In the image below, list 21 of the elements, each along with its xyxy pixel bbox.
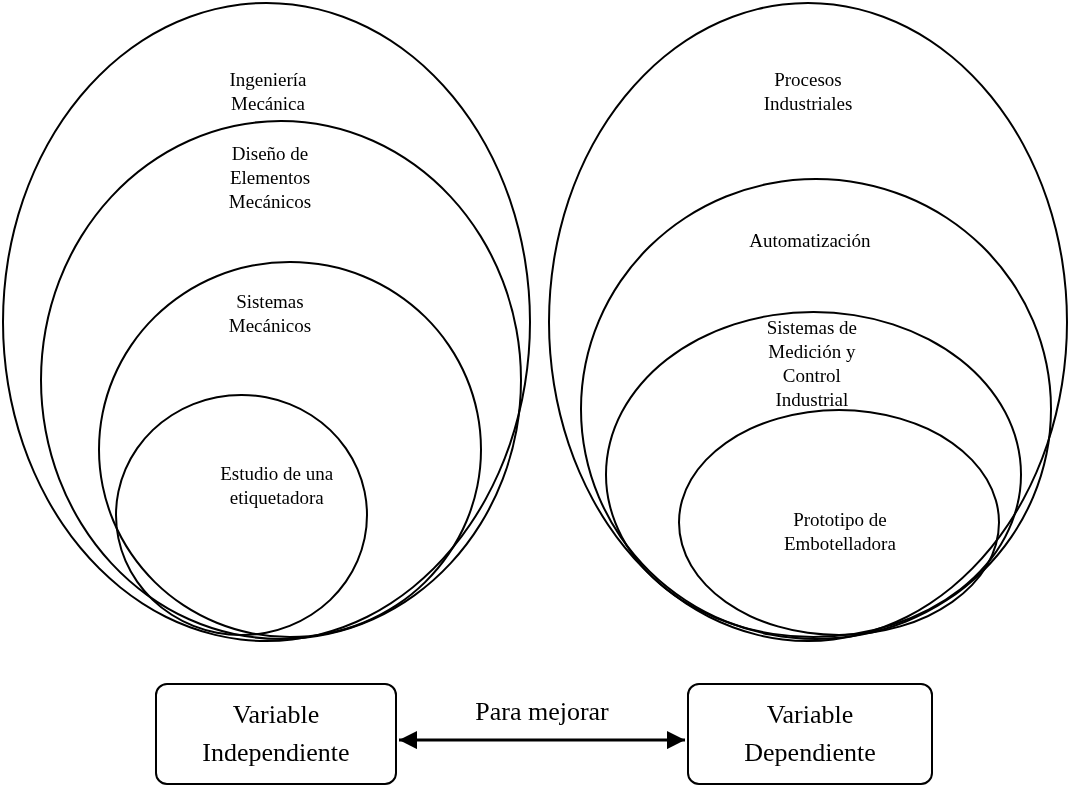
- set-ellipse: [579, 178, 1053, 640]
- set-label: Procesos Industriales: [762, 68, 854, 116]
- set-label: Automatización: [749, 229, 871, 254]
- set-ellipse: [604, 311, 1022, 638]
- set-label: Sistemas de Medición y Control Industrial: [765, 316, 858, 413]
- set-ellipse: [114, 393, 368, 636]
- set-ellipse: [548, 2, 1068, 642]
- set-ellipse: [2, 2, 531, 642]
- set-label: Prototipo de Embotelladora: [782, 508, 897, 557]
- variable-box: [155, 683, 397, 785]
- set-ellipse: [97, 260, 482, 638]
- set-ellipse: [677, 409, 1001, 636]
- set-label: Ingeniería Mecánica: [228, 68, 308, 116]
- set-label: Diseño de Elementos Mecánicos: [227, 141, 313, 214]
- set-label: Estudio de una etiquetadora: [219, 461, 335, 510]
- double-arrow: [399, 731, 685, 750]
- variable-label: Variable Dependiente: [743, 699, 877, 769]
- variable-label: Variable Independiente: [201, 699, 351, 769]
- set-label: Sistemas Mecánicos: [227, 289, 313, 338]
- set-ellipse: [40, 119, 522, 640]
- variable-box: [687, 683, 933, 785]
